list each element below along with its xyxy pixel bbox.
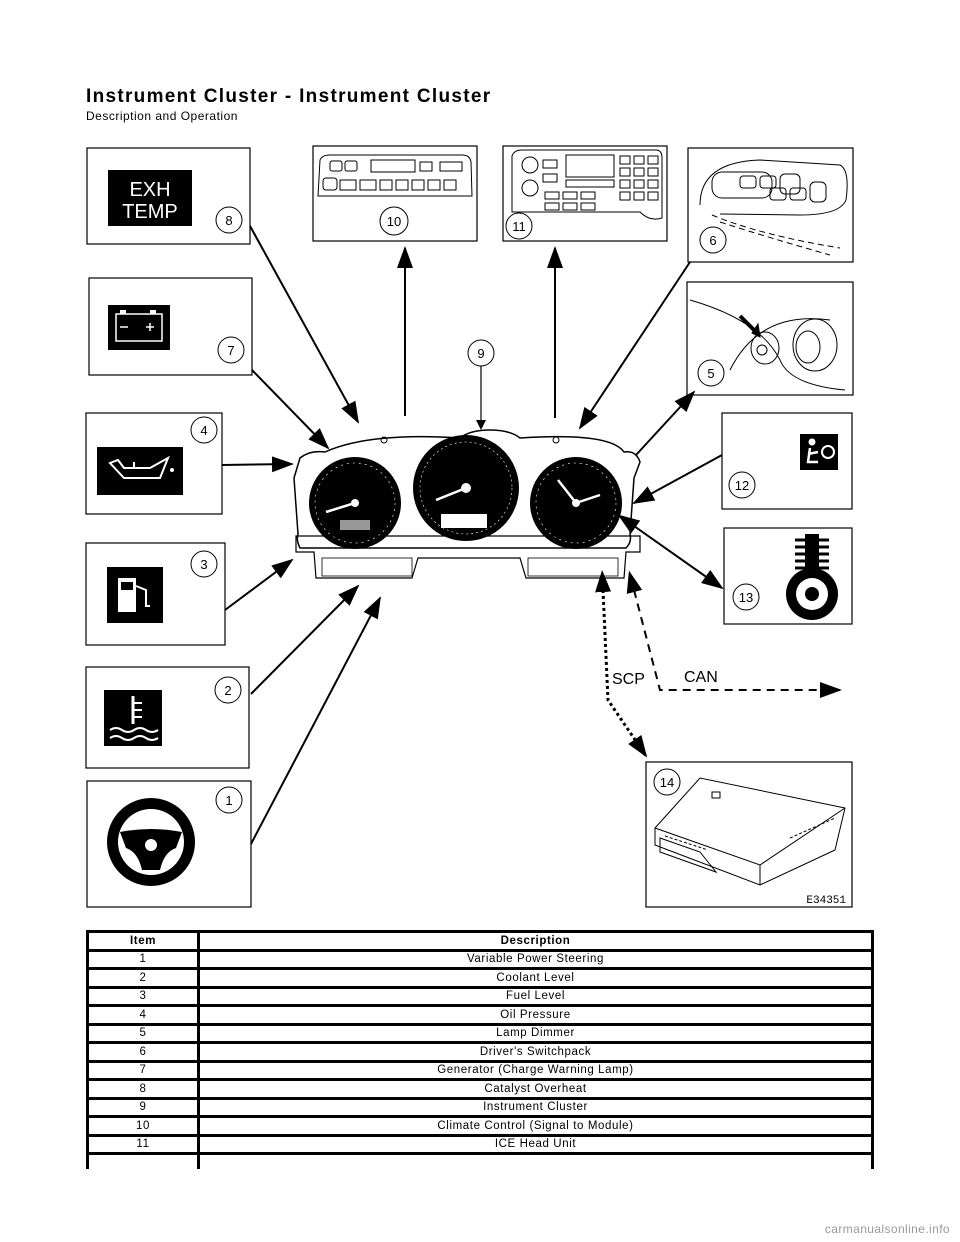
description-cell: Fuel Level	[198, 987, 874, 1007]
temp-label: TEMP	[122, 201, 178, 223]
description-cell-empty	[198, 1153, 874, 1169]
item-cell: 10	[86, 1116, 200, 1137]
watermark: carmanualsonline.info	[824, 1222, 950, 1236]
figure-code: E34351	[806, 895, 846, 907]
column-header-item: Item	[86, 930, 200, 952]
item-cell: 11	[86, 1135, 200, 1155]
description-cell: Climate Control (Signal to Module)	[198, 1116, 874, 1137]
callout-7: 7	[227, 343, 234, 358]
callout-12: 12	[735, 478, 749, 493]
item-cell: 5	[86, 1024, 200, 1044]
panel-ice-head-unit: 11	[502, 145, 668, 242]
item-cell: 4	[86, 1005, 200, 1026]
panel-climate-control: 10	[312, 145, 478, 242]
page-title: Instrument Cluster - Instrument Cluster	[86, 86, 492, 107]
fuel-pump-icon	[107, 567, 163, 623]
panel-catalyst-overheat: EXH TEMP 8	[86, 147, 251, 245]
table-header-row: Item Description	[86, 930, 874, 952]
description-cell: Lamp Dimmer	[198, 1024, 874, 1044]
description-cell: Oil Pressure	[198, 1005, 874, 1026]
panel-oil-pressure: 4	[85, 412, 223, 515]
airbag-icon	[800, 434, 838, 470]
callout-11: 11	[512, 219, 526, 234]
panel-coolant-level: 2	[85, 666, 250, 769]
callout-1: 1	[225, 793, 232, 808]
callout-2: 2	[224, 683, 231, 698]
control-module-icon	[654, 777, 846, 886]
callout-3: 3	[200, 557, 207, 572]
panel-drivers-switchpack: 6	[687, 147, 854, 263]
callout-4: 4	[200, 423, 207, 438]
item-cell: 9	[86, 1098, 200, 1118]
instrument-cluster	[293, 429, 641, 579]
lamp-dimmer-icon	[689, 299, 846, 391]
fuel-temp-gauge	[530, 457, 622, 549]
callout-8: 8	[225, 213, 232, 228]
item-cell: 3	[86, 987, 200, 1007]
description-cell: Variable Power Steering	[198, 950, 874, 970]
panel-fuel-level: 3	[85, 542, 226, 646]
callout-14: 14	[660, 775, 674, 790]
description-cell: Instrument Cluster	[198, 1098, 874, 1118]
panel-airbag: 12	[721, 412, 853, 510]
item-cell: 8	[86, 1079, 200, 1100]
steering-wheel-icon	[107, 798, 195, 886]
item-cell: 1	[86, 950, 200, 970]
panel-module: 14 E34351	[645, 761, 853, 908]
callout-13: 13	[739, 590, 753, 605]
panel-generator: 7	[88, 277, 253, 376]
page-subtitle: Description and Operation	[86, 109, 238, 123]
panel-variable-power-steering: 1	[86, 780, 252, 908]
oil-can-icon	[97, 447, 183, 495]
item-cell: 2	[86, 968, 200, 989]
speedometer-gauge	[413, 435, 519, 541]
scp-label: SCP	[612, 671, 645, 688]
column-header-description: Description	[198, 930, 874, 952]
instrument-cluster-diagram: EXH TEMP 8 7 4	[85, 145, 854, 908]
description-cell: Coolant Level	[198, 968, 874, 989]
callout-5: 5	[707, 366, 714, 381]
panel-lamp-dimmer: 5	[686, 281, 854, 396]
exh-temp-icon	[108, 170, 192, 226]
exh-label: EXH	[129, 179, 170, 201]
callout-9: 9	[477, 346, 484, 361]
table-row-blank	[86, 1153, 874, 1169]
item-cell-empty	[86, 1153, 200, 1169]
description-cell: Catalyst Overheat	[198, 1079, 874, 1100]
description-cell: ICE Head Unit	[198, 1135, 874, 1155]
description-cell: Generator (Charge Warning Lamp)	[198, 1061, 874, 1081]
ice-head-unit-icon	[511, 149, 663, 220]
coolant-icon	[104, 690, 162, 746]
switchpack-icon	[699, 159, 848, 256]
description-cell: Driver's Switchpack	[198, 1042, 874, 1063]
battery-icon	[108, 305, 170, 350]
signal-arrows	[221, 225, 842, 845]
callout-6: 6	[709, 233, 716, 248]
item-cell: 7	[86, 1061, 200, 1081]
item-cell: 6	[86, 1042, 200, 1063]
climate-control-unit-icon	[317, 154, 473, 197]
tachometer-gauge	[309, 457, 401, 549]
callout-10: 10	[387, 214, 401, 229]
can-label: CAN	[684, 669, 718, 686]
panel-clockspring: 13	[723, 527, 853, 625]
